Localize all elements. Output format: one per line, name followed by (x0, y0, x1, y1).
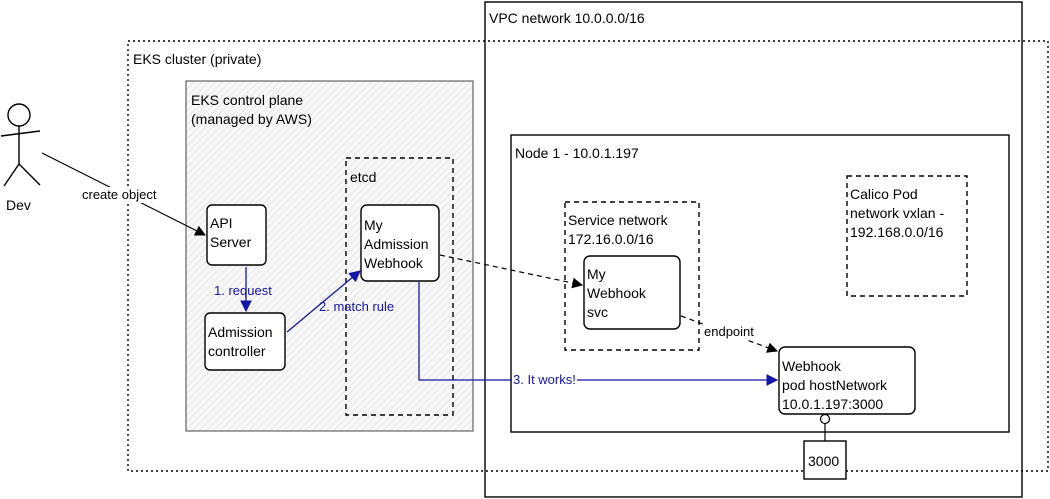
webhook-pod-label: Webhook pod hostNetwork 10.0.1.197:3000 (782, 358, 888, 412)
dev-actor-icon (0, 103, 41, 187)
it-works-edge (418, 282, 779, 386)
api-server-label: API Server (210, 215, 252, 250)
api-server-box[interactable] (206, 204, 267, 266)
node-label: Node 1 - 10.0.1.197 (515, 145, 639, 161)
endpoint-label: endpoint (703, 324, 755, 340)
request-label: 1. request (214, 283, 272, 298)
admission-webhook-config-box[interactable] (360, 204, 440, 282)
etcd-container (345, 157, 454, 416)
node-boundary (510, 134, 1010, 433)
webhook-svc-box[interactable] (583, 255, 681, 330)
port-label: 3000 (808, 453, 840, 469)
vpc-network-boundary (484, 1, 1023, 498)
etcd-label: etcd (350, 169, 377, 185)
webhook-to-svc-edge (439, 254, 584, 289)
service-network-label: Service network 172.16.0.0/16 (568, 212, 668, 247)
endpoint-edge (680, 315, 779, 353)
admission-controller-label: Admission controller (208, 324, 273, 359)
admission-webhook-config-label: My Admission Webhook (364, 217, 429, 271)
port-circle (819, 413, 831, 425)
admission-controller-box[interactable] (204, 312, 286, 371)
create-object-label: create object (81, 187, 158, 203)
control-plane-label: EKS control plane (managed by AWS) (191, 92, 312, 127)
webhook-pod-box[interactable] (778, 346, 916, 415)
match-rule-label: 2. match rule (319, 299, 395, 314)
calico-label: Calico Pod network vxlan - 192.168.0.0/1… (850, 186, 945, 240)
port-box[interactable] (803, 440, 847, 480)
webhook-svc-label: My Webhook svc (587, 266, 646, 320)
eks-cluster-boundary (127, 40, 1049, 472)
it-works-label: 3. It works! (512, 372, 577, 388)
eks-cluster-label: EKS cluster (private) (133, 51, 262, 67)
match-rule-edge (286, 270, 361, 333)
dev-label: Dev (6, 197, 31, 213)
service-network-boundary (564, 201, 700, 351)
calico-network-boundary (846, 175, 968, 297)
vpc-label: VPC network 10.0.0.0/16 (489, 10, 645, 26)
